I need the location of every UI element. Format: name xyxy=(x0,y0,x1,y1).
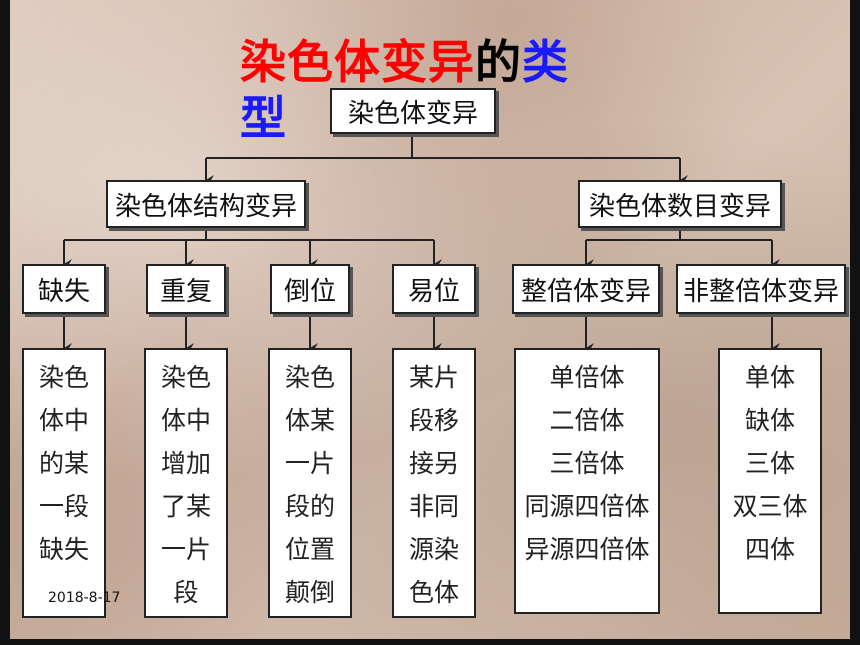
type-node-inversion: 倒位 xyxy=(270,264,350,314)
type-label: 非整倍体变异 xyxy=(682,276,839,307)
description-line: 位置 xyxy=(284,535,335,564)
structural-variation-node: 染色体结构变异 xyxy=(106,180,306,228)
description-inversion: 染色 体某 一片 段的 位置 颠倒 xyxy=(268,348,352,618)
description-line: 增加 xyxy=(160,449,211,478)
type-label: 缺失 xyxy=(37,276,90,307)
description-euploid: 单倍体 二倍体 三倍体 同源四倍体 异源四倍体 xyxy=(514,348,660,614)
description-line: 非同 xyxy=(408,492,459,521)
title-blue-text-2: 型 xyxy=(240,91,287,145)
description-line: 色体 xyxy=(408,578,459,607)
description-translocation: 某片 段移 接另 非同 源染 色体 xyxy=(392,348,476,618)
description-line: 某片 xyxy=(408,363,459,392)
title-black-text: 的 xyxy=(475,35,522,89)
description-line: 段 xyxy=(173,578,199,607)
title-blue-text: 类 xyxy=(522,35,569,89)
description-line: 同源四倍体 xyxy=(524,492,650,521)
description-line: 源染 xyxy=(408,535,459,564)
description-line: 单体 xyxy=(744,363,795,392)
description-line: 体中 xyxy=(38,406,89,435)
type-node-aneuploid: 非整倍体变异 xyxy=(676,264,846,314)
description-line: 染色 xyxy=(284,363,335,392)
description-line: 接另 xyxy=(408,449,459,478)
type-label: 整倍体变异 xyxy=(520,276,651,307)
description-line: 一片 xyxy=(284,449,335,478)
description-line: 三倍体 xyxy=(549,449,625,478)
description-line: 双三体 xyxy=(732,492,808,521)
description-line: 三体 xyxy=(744,449,795,478)
description-line: 单倍体 xyxy=(549,363,625,392)
description-line: 异源四倍体 xyxy=(524,535,650,564)
root-node: 染色体变异 xyxy=(330,88,496,134)
type-label: 倒位 xyxy=(283,276,336,307)
description-line: 体中 xyxy=(160,406,211,435)
title-red-text: 染色体变异 xyxy=(240,35,475,89)
slide-title: 染色体变异的类型 xyxy=(240,34,590,146)
structural-variation-label: 染色体结构变异 xyxy=(114,191,297,222)
description-duplication: 染色 体中 增加 了某 一片 段 xyxy=(144,348,228,618)
description-line: 颠倒 xyxy=(284,578,335,607)
description-line: 一片 xyxy=(160,535,211,564)
type-label: 易位 xyxy=(407,276,460,307)
numerical-variation-node: 染色体数目变异 xyxy=(578,180,782,228)
description-line: 段移 xyxy=(408,406,459,435)
slide-date: 2018-8-17 xyxy=(48,590,121,606)
description-line: 四体 xyxy=(744,535,795,564)
type-node-euploid: 整倍体变异 xyxy=(512,264,660,314)
description-line: 二倍体 xyxy=(549,406,625,435)
description-line: 一段 xyxy=(38,492,89,521)
numerical-variation-label: 染色体数目变异 xyxy=(588,191,771,222)
description-deletion: 染色 体中 的某 一段 缺失 xyxy=(22,348,106,618)
description-line: 染色 xyxy=(38,363,89,392)
description-line: 缺体 xyxy=(744,406,795,435)
type-node-deletion: 缺失 xyxy=(22,264,106,314)
root-label: 染色体变异 xyxy=(347,98,478,129)
type-label: 重复 xyxy=(159,276,212,307)
description-line: 的某 xyxy=(38,449,89,478)
description-line: 了某 xyxy=(160,492,211,521)
description-line: 段的 xyxy=(284,492,335,521)
description-aneuploid: 单体 缺体 三体 双三体 四体 xyxy=(718,348,822,614)
description-line: 染色 xyxy=(160,363,211,392)
description-line: 体某 xyxy=(284,406,335,435)
type-node-translocation: 易位 xyxy=(392,264,476,314)
description-line: 缺失 xyxy=(38,535,89,564)
type-node-duplication: 重复 xyxy=(146,264,226,314)
